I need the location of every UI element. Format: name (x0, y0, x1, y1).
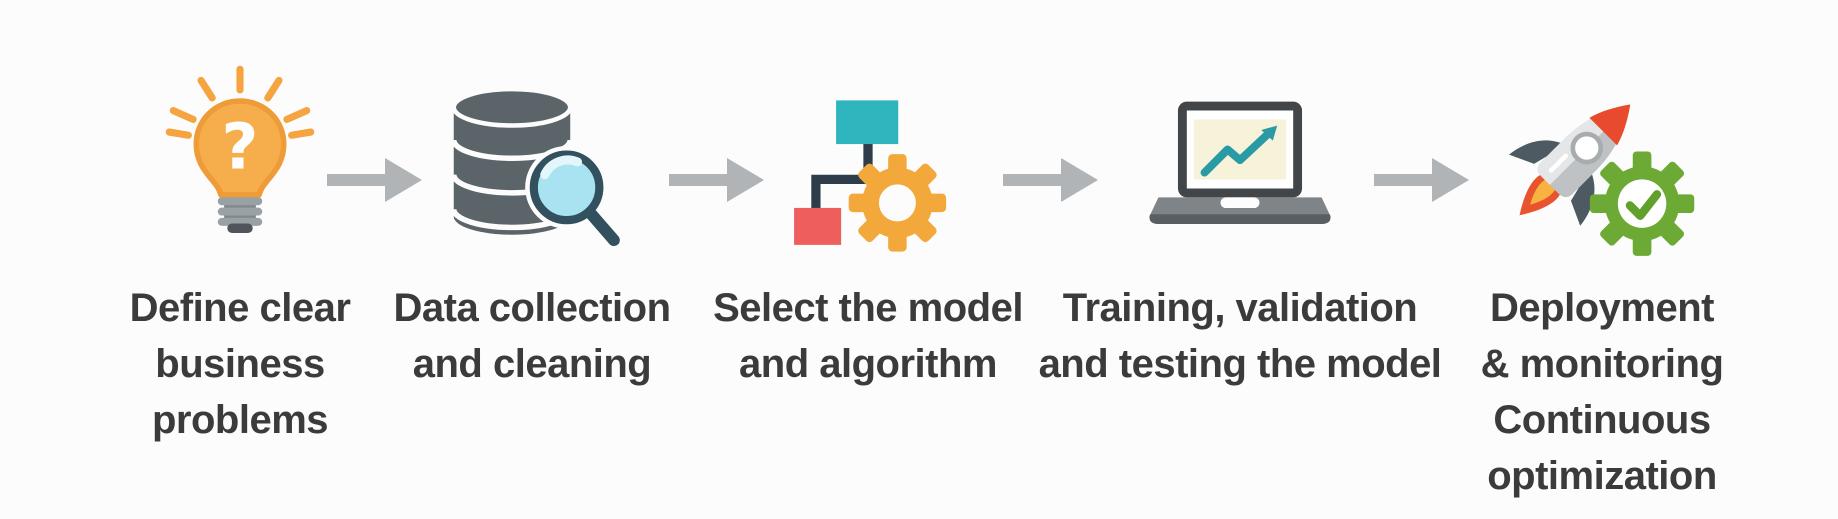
magnifier-handle (584, 206, 620, 247)
lens-highlight (540, 155, 583, 180)
rocket-fin-right (1570, 174, 1595, 226)
bulb-glass (193, 98, 287, 198)
step-label: Define clear business problems (10, 280, 470, 448)
label-line: Data collection (393, 286, 671, 330)
laptop-chart-icon (1143, 98, 1338, 240)
lightbulb-question-icon: ? (165, 65, 315, 233)
database-search-icon (441, 80, 623, 262)
flowchart-node-red (794, 207, 842, 245)
flowchart-connector (811, 142, 873, 210)
rocket-window (1570, 131, 1604, 165)
flowchart-gear-icon (784, 92, 952, 260)
workflow-step-4: Training, validation and testing the mod… (1010, 0, 1470, 519)
gear-check (1589, 151, 1695, 256)
rocket-gear-check-icon (1500, 62, 1705, 267)
arrow-right-icon (669, 157, 764, 203)
label-line: and algorithm (739, 342, 997, 386)
laptop-notch (1220, 197, 1260, 208)
bulb-base-ridges (217, 197, 263, 226)
bulb-rays (165, 65, 315, 139)
arrow-right-icon (1374, 157, 1469, 203)
step-label: Data collection and cleaning (302, 280, 762, 392)
laptop-chart-icon (1149, 101, 1331, 224)
step-label: Deployment & monitoring Continuous optim… (1372, 280, 1832, 504)
arrow-right-icon (1374, 158, 1469, 202)
label-line: optimization (1487, 454, 1717, 498)
flowchart-node-teal (836, 100, 899, 145)
trend-line (1200, 131, 1271, 177)
rocket-fin-left (1509, 140, 1561, 164)
workflow-step-1: ? Define clear business problems (10, 0, 470, 519)
arrow-right-icon (669, 158, 764, 202)
step-label: Select the model and algorithm (638, 280, 1098, 392)
workflow-step-2: Data collection and cleaning (302, 0, 762, 519)
label-line: Continuous (1493, 398, 1711, 442)
laptop-base-edge (1149, 214, 1331, 224)
bulb-cap (227, 223, 253, 233)
rocket-gear-check-icon (1509, 104, 1695, 256)
rocket-streak (1548, 153, 1569, 173)
step-label: Training, validation and testing the mod… (1010, 280, 1470, 392)
magnifier (525, 145, 623, 252)
label-line: Training, validation (1062, 286, 1418, 330)
rocket (1509, 104, 1631, 226)
gear-orange (848, 154, 947, 252)
arrow-right-icon (327, 158, 422, 202)
flowchart-gear-icon (794, 100, 947, 252)
database-top (451, 86, 573, 128)
label-line: Select the model (713, 286, 1023, 330)
arrow-right-icon (1003, 157, 1098, 203)
workflow-step-3: Select the model and algorithm (638, 0, 1098, 519)
check-icon (1625, 190, 1662, 220)
label-line: problems (151, 398, 329, 442)
label-line: Define clear (129, 286, 351, 330)
workflow-step-5: Deployment & monitoring Continuous optim… (1372, 0, 1832, 519)
gear-center (1617, 179, 1667, 228)
database-search-icon (451, 86, 623, 252)
arrow-right-icon (327, 157, 422, 203)
arrow-right-icon (1003, 158, 1098, 202)
question-mark: ? (222, 110, 259, 184)
rocket-nose (1589, 104, 1631, 146)
label-line: and testing the model (1038, 342, 1442, 386)
label-line: & monitoring (1480, 342, 1724, 386)
label-line: business (155, 342, 325, 386)
trend-arrowhead (1261, 125, 1278, 141)
label-line: and cleaning (412, 342, 652, 386)
label-line: Deployment (1490, 286, 1714, 330)
lightbulb-question-icon: ? (156, 55, 324, 233)
